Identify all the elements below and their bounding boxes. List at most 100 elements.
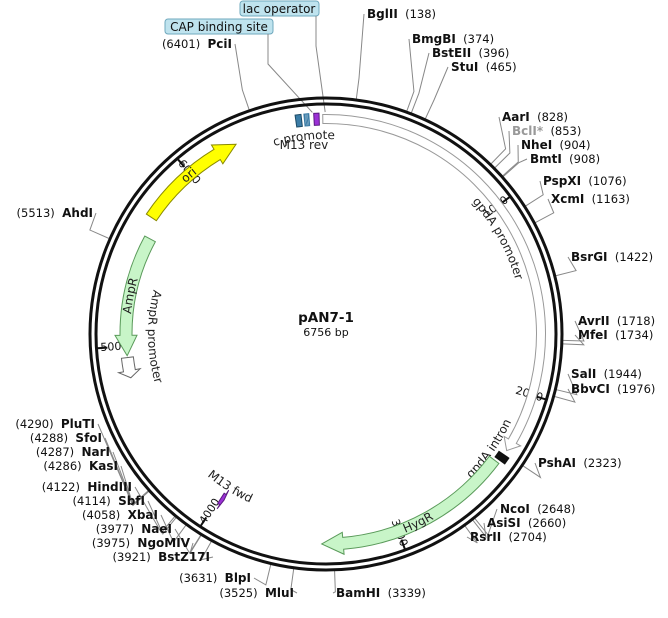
enzyme-label: (4288) SfoI (30, 431, 102, 445)
lac-operator-callout-leader (315, 16, 326, 113)
enzyme-label: BglII (138) (367, 7, 436, 21)
enzyme-leader-line (134, 486, 176, 534)
enzyme-label: (4290) PluTI (15, 417, 95, 431)
backbone-inner-ring (94, 102, 558, 566)
enzyme-bcli[interactable]: BclI* (853) (512, 124, 581, 138)
enzyme-leader-line (472, 519, 487, 539)
backbone-outer-ring (88, 96, 564, 572)
enzyme-ncoi[interactable]: NcoI (2648) (500, 502, 575, 516)
enzyme-xcmi[interactable]: XcmI (1163) (551, 192, 630, 206)
enzyme-leader-line (290, 568, 298, 594)
enzyme-layer: BglII (138) BmgBI (374)BstEII (396)StuI (… (15, 7, 655, 600)
enzyme-hindiii[interactable]: (4122) HindIII (42, 480, 132, 494)
enzyme-avrii[interactable]: AvrII (1718) (578, 314, 655, 328)
lac-operator-callout[interactable]: lac operator (239, 0, 326, 113)
enzyme-sfoi[interactable]: (4288) SfoI (30, 431, 102, 445)
gpda-intron-shape (494, 450, 510, 465)
enzyme-bglii[interactable]: BglII (138) (367, 7, 436, 21)
enzyme-leader-line (410, 52, 430, 114)
enzyme-leader-line (464, 525, 478, 544)
enzyme-mlui[interactable]: (3525) MluI (219, 586, 294, 600)
lac-operator-callout-box (239, 0, 320, 17)
enzyme-leader-line (534, 198, 555, 224)
enzyme-mfei[interactable]: MfeI (1734) (578, 328, 653, 342)
tick-mark (199, 516, 208, 527)
enzyme-pcii[interactable]: (6401) PciI (162, 37, 232, 51)
lac-promoter-shape (294, 113, 303, 128)
lac-operator-feature[interactable] (303, 113, 311, 127)
enzyme-label: BclI* (853) (512, 124, 581, 138)
tick-label: 4000 (197, 496, 223, 527)
lac-operator-stripe (307, 113, 310, 126)
enzyme-label: SalI (1944) (571, 367, 642, 381)
enzyme-label: StuI (465) (451, 60, 517, 74)
enzyme-bsrgi[interactable]: BsrGI (1422) (571, 250, 653, 264)
gpda-promoter-shape (322, 114, 546, 452)
enzyme-pspxi[interactable]: PspXI (1076) (543, 174, 627, 188)
enzyme-bstz17i[interactable]: (3921) BstZ17I (113, 550, 210, 564)
enzyme-kasi[interactable]: (4286) KasI (43, 459, 118, 473)
lac-operator-stripe (303, 114, 307, 127)
m13-rev-feature[interactable]: M13 rev (280, 112, 329, 152)
enzyme-leader-line (555, 256, 577, 277)
enzyme-sali[interactable]: SalI (1944) (571, 367, 642, 381)
plasmid-size: 6756 bp (303, 326, 348, 339)
ampr-promoter-shape (116, 356, 142, 379)
enzyme-ngomiv[interactable]: (3975) NgoMIV (92, 536, 191, 550)
enzyme-label: (3975) NgoMIV (92, 536, 191, 550)
enzyme-leader-line (147, 500, 177, 535)
lac-operator-stripe (306, 113, 309, 126)
enzyme-leader-line (502, 158, 528, 177)
enzyme-blpi[interactable]: (3631) BlpI (179, 571, 251, 585)
gpda-promoter-feature[interactable]: gpdA promoter (322, 114, 546, 452)
enzyme-leader-line (562, 334, 585, 346)
enzyme-leader-line (556, 373, 578, 396)
enzyme-ahdi[interactable]: (5513) AhdI (17, 206, 93, 220)
enzyme-label: BmtI (908) (530, 152, 600, 166)
enzyme-naei[interactable]: (3977) NaeI (96, 522, 172, 536)
enzyme-bmgbi[interactable]: BmgBI (374) (412, 32, 494, 46)
enzyme-label: (4058) XbaI (82, 508, 158, 522)
hygr-shape (320, 455, 500, 556)
enzyme-xbai[interactable]: (4058) XbaI (82, 508, 158, 522)
plasmid-name: pAN7-1 (298, 310, 354, 326)
tick-mark (177, 158, 186, 168)
enzyme-label: NcoI (2648) (500, 502, 575, 516)
enzyme-label: BbvCI (1976) (571, 382, 655, 396)
enzyme-nari[interactable]: (4287) NarI (36, 445, 110, 459)
enzyme-label: (4286) KasI (43, 459, 118, 473)
enzyme-rsrii[interactable]: RsrII (2704) (470, 530, 547, 544)
enzyme-leader-line (554, 388, 576, 403)
enzyme-sbfi[interactable]: (4114) SbfI (73, 494, 145, 508)
ampr-label: AmpR (120, 276, 141, 314)
lac-operator-callout-label: lac operator (243, 2, 316, 16)
enzyme-label: RsrII (2704) (470, 530, 547, 544)
enzyme-label: AvrII (1718) (578, 314, 655, 328)
enzyme-label: (3631) BlpI (179, 571, 251, 585)
hygr-label: HygR (401, 509, 436, 535)
enzyme-pluti[interactable]: (4290) PluTI (15, 417, 95, 431)
enzyme-bsteii[interactable]: BstEII (396) (432, 46, 509, 60)
cap-binding-site-callout-box (164, 18, 274, 35)
lac-operator-stripe (305, 113, 308, 126)
enzyme-label: BstEII (396) (432, 46, 509, 60)
enzyme-leader-line (494, 130, 511, 169)
enzyme-stui[interactable]: StuI (465) (451, 60, 517, 74)
enzyme-leader-line (160, 514, 187, 544)
tick-mark (400, 539, 406, 550)
enzyme-bbvci[interactable]: BbvCI (1976) (571, 382, 655, 396)
enzyme-leader-line (424, 66, 449, 120)
enzyme-nhei[interactable]: NheI (904) (521, 138, 590, 152)
enzyme-bmti[interactable]: BmtI (908) (530, 152, 600, 166)
enzyme-pshai[interactable]: PshAI (2323) (538, 456, 622, 470)
enzyme-leader-line (474, 508, 498, 536)
enzyme-asisi[interactable]: AsiSI (2660) (487, 516, 566, 530)
enzyme-aari[interactable]: AarI (828) (502, 110, 568, 124)
tick-mark (535, 395, 546, 401)
cap-binding-site-callout[interactable]: CAP binding site (164, 18, 313, 113)
enzyme-label: BmgBI (374) (412, 32, 494, 46)
enzyme-label: BamHI (3339) (336, 586, 426, 600)
ampr-promoter-feature[interactable] (116, 356, 142, 379)
enzyme-bamhi[interactable]: BamHI (3339) (336, 586, 426, 600)
